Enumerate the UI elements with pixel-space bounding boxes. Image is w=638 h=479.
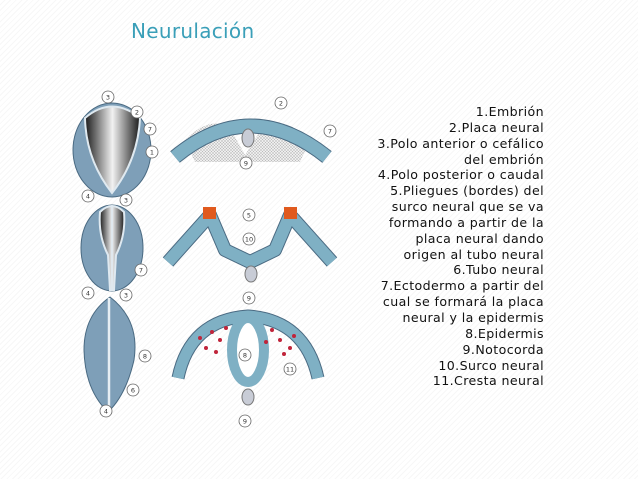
- legend-line: surco neural que se va: [391, 199, 544, 215]
- svg-text:5: 5: [247, 211, 251, 219]
- diagram-label: 8: [138, 349, 152, 363]
- svg-text:10: 10: [245, 235, 253, 243]
- svg-text:3: 3: [124, 196, 128, 204]
- legend-line: 7.Ectodermo a partir del: [380, 278, 544, 294]
- section-stage-1: [170, 118, 332, 163]
- diagram-label: 6: [126, 383, 140, 397]
- diagram-label: 7: [323, 124, 337, 138]
- legend-list: 1.Embrión 2.Placa neural 3.Polo anterior…: [377, 104, 544, 389]
- legend-line: 6.Tubo neural: [453, 262, 544, 278]
- svg-text:3: 3: [124, 291, 128, 299]
- svg-text:9: 9: [247, 294, 251, 302]
- svg-text:4: 4: [86, 192, 90, 200]
- diagram-label: 4: [81, 286, 95, 300]
- svg-text:6: 6: [131, 386, 135, 394]
- svg-text:3: 3: [106, 93, 110, 101]
- legend-line: 3.Polo anterior o cefálico: [377, 135, 544, 151]
- svg-text:4: 4: [86, 289, 90, 297]
- legend-line: 9.Notocorda: [462, 341, 544, 357]
- diagram-label: 7: [134, 263, 148, 277]
- diagram-label: 4: [81, 189, 95, 203]
- svg-text:9: 9: [244, 159, 248, 167]
- svg-text:8: 8: [243, 351, 247, 359]
- diagram-label: 1: [145, 145, 159, 159]
- diagram-label: 5: [242, 208, 256, 222]
- legend-line: 1.Embrión: [475, 104, 544, 119]
- legend-line: 10.Surco neural: [438, 357, 544, 373]
- diagram-label: 8: [238, 348, 252, 362]
- svg-text:7: 7: [139, 266, 143, 274]
- diagram-labels: 3 2 7 1 4 3 7 4 3 8 6 4 2 7 9 5 10 9 8 11 9: [81, 90, 337, 428]
- embryo-stage-1: [72, 102, 152, 198]
- svg-text:7: 7: [148, 125, 152, 133]
- svg-text:2: 2: [135, 108, 139, 116]
- legend-line: neural y la epidermis: [402, 309, 544, 325]
- section-stage-2: [162, 207, 338, 283]
- legend-line: 2.Placa neural: [448, 119, 544, 135]
- diagram-label: 3: [119, 193, 133, 207]
- diagram-label: 11: [283, 362, 297, 376]
- svg-text:11: 11: [286, 365, 294, 373]
- diagram-label: 9: [242, 291, 256, 305]
- diagram-label: 3: [119, 288, 133, 302]
- svg-text:9: 9: [243, 417, 247, 425]
- svg-text:2: 2: [279, 99, 283, 107]
- svg-text:1: 1: [150, 148, 154, 156]
- legend-line: formando a partir de la: [388, 214, 544, 230]
- diagram-label: 10: [242, 232, 256, 246]
- svg-text:4: 4: [104, 407, 108, 415]
- legend-line: del embrión: [463, 151, 544, 167]
- legend-line: cual se formará la placa: [382, 294, 544, 310]
- svg-text:8: 8: [143, 352, 147, 360]
- svg-text:7: 7: [328, 127, 332, 135]
- legend-line: 8.Epidermis: [465, 325, 544, 341]
- legend-line: origen al tubo neural: [403, 246, 544, 262]
- legend-line: placa neural dando: [415, 230, 544, 246]
- diagram-label: 9: [238, 414, 252, 428]
- embryo-stage-3: [83, 296, 136, 413]
- diagram-label: 9: [239, 156, 253, 170]
- slide-title: Neurulación: [131, 19, 255, 43]
- diagram-label: 2: [130, 105, 144, 119]
- legend-line: 4.Polo posterior o caudal: [377, 167, 544, 183]
- diagram-label: 4: [99, 404, 113, 418]
- legend-line: 11.Cresta neural: [432, 373, 544, 389]
- diagram-label: 3: [101, 90, 115, 104]
- diagram-label: 2: [274, 96, 288, 110]
- legend-line: 5.Pliegues (bordes) del: [390, 183, 544, 199]
- diagram-label: 7: [143, 122, 157, 136]
- embryo-stage-2: [80, 204, 144, 292]
